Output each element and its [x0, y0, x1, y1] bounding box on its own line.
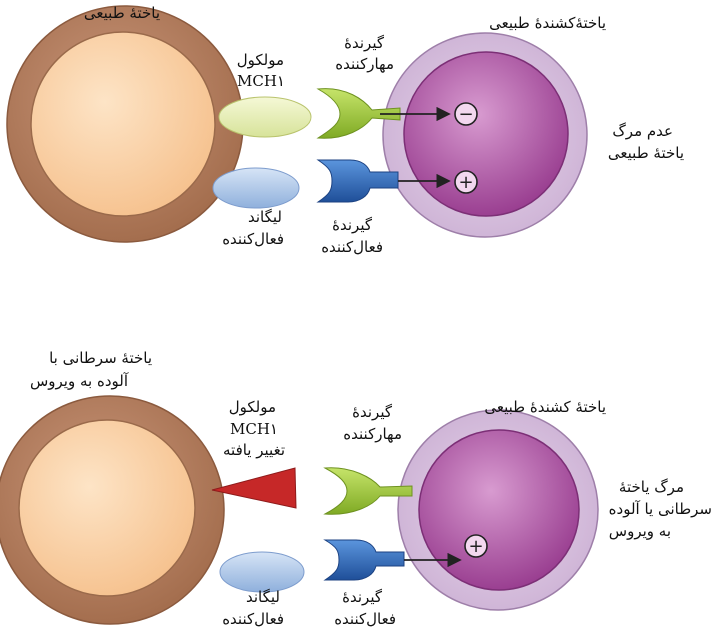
inhibitory-label-line1: گیرندهٔ — [344, 34, 384, 53]
nk-cell-top — [383, 33, 587, 237]
target-cell — [0, 396, 224, 624]
mhc-label-line2: MCH۱ — [237, 72, 285, 91]
activating-label-line2: فعال‌کننده — [321, 238, 383, 257]
activating-ligand — [213, 168, 299, 208]
activating-receptor — [318, 160, 398, 202]
plus-sign-bottom: + — [468, 536, 483, 557]
ligand-label-line2: فعال‌کننده — [222, 230, 284, 249]
nk-cell-bottom — [398, 410, 598, 610]
nk-cell-label-bottom: یاختهٔ کشندهٔ طبیعی — [484, 398, 606, 417]
altered-mhc-label-line1: مولکول — [229, 398, 276, 417]
result-label-line1: عدم مرگ — [612, 122, 673, 141]
mhc1-molecule — [219, 97, 311, 137]
ligand-label-bottom-line1: لیگاند — [246, 588, 280, 607]
minus-signal: − — [455, 103, 477, 125]
activating-receptor-bottom — [325, 540, 404, 580]
normal-cell — [7, 6, 243, 242]
altered-mhc-label-line2: MCH۱ — [230, 420, 278, 439]
normal-cell-label: یاختهٔ طبیعی — [84, 4, 160, 23]
result-label-line2: یاختهٔ طبیعی — [608, 144, 684, 163]
plus-signal-bottom: + — [465, 535, 487, 557]
inhibitory-label-bottom-line2: مهارکننده — [343, 425, 402, 444]
ligand-label-bottom-line2: فعال‌کننده — [222, 610, 284, 629]
result-label-bottom-line3: به ویروس — [609, 522, 671, 541]
altered-mhc-label-line3: تغییر یافته — [223, 441, 285, 460]
top-panel: − + — [7, 6, 587, 242]
activating-ligand-bottom — [220, 552, 304, 592]
mhc-label-line1: مولکول — [237, 51, 284, 70]
activating-label-bottom-line1: گیرندهٔ — [342, 588, 382, 607]
inhibitory-label-line2: مهارکننده — [335, 55, 394, 74]
altered-mhc1-molecule — [212, 468, 296, 508]
inhibitory-label-bottom-line1: گیرندهٔ — [352, 403, 392, 422]
target-cell-label-line2: آلوده به ویروس — [30, 372, 128, 391]
plus-signal: + — [455, 171, 477, 193]
nk-cell-label-top: یاختهٔ‌کشندهٔ طبیعی — [489, 14, 606, 33]
result-label-bottom-line2: سرطانی یا آلوده — [609, 500, 712, 519]
bottom-panel: + — [0, 396, 598, 624]
ligand-label-line1: لیگاند — [248, 208, 282, 227]
minus-sign: − — [458, 104, 473, 125]
target-cell-label-line1: یاختهٔ سرطانی با — [49, 349, 152, 368]
activating-label-bottom-line2: فعال‌کننده — [334, 610, 396, 629]
result-label-bottom-line1: مرگ یاختهٔ — [619, 478, 684, 497]
plus-sign: + — [458, 172, 473, 193]
activating-label-line1: گیرندهٔ — [332, 216, 372, 235]
